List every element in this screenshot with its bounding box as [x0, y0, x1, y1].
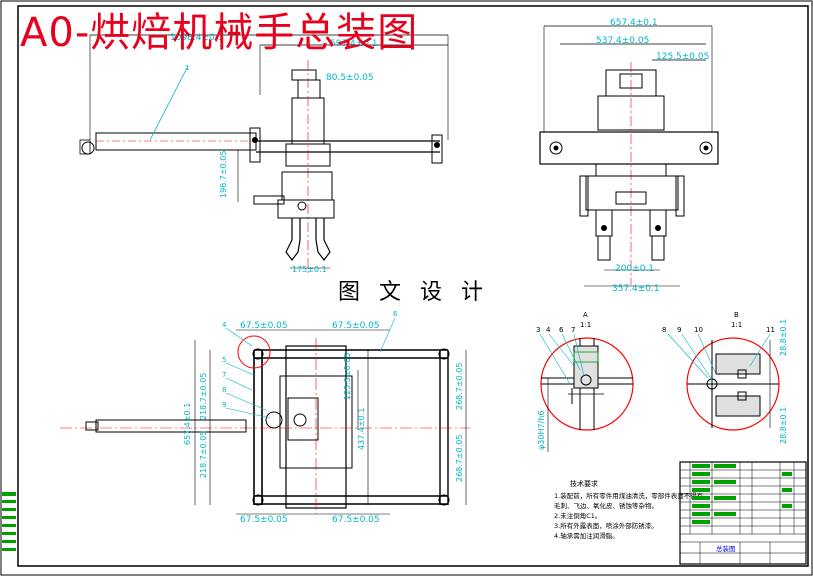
title-block-drawing-name: 总装图 [716, 544, 736, 553]
plan-top-right-dim: 67.5±0.05 [332, 321, 380, 331]
plan-left-total-dim: 657.4±0.1 [183, 403, 192, 445]
technical-requirements: 技术要求 1.装配前，所有零件用煤油清洗，零部件表面不得有 毛刺、飞边、氧化皮、… [554, 479, 704, 540]
detail-b-label: B [734, 311, 739, 319]
inner-border [17, 5, 809, 567]
tech-notes-heading: 技术要求 [570, 479, 598, 488]
plan-mid-a-dim: 125.5±0.05 [343, 353, 352, 400]
plan-left-a-dim: 218.7±0.05 [199, 373, 208, 420]
detail-b-dim-b: 28.8±0.1 [779, 407, 788, 444]
plan-mid-b-dim: 437.4±0.1 [357, 408, 366, 450]
detail-a-label: A [583, 311, 588, 319]
side-view: 657.4±0.1 537.4±0.05 125.5±0.05 200±0.1 … [539, 18, 719, 294]
detail-a-balloon-7: 7 [571, 326, 575, 334]
binding-margin-marks [2, 492, 16, 551]
plan-top-left-dim: 67.5±0.05 [240, 321, 288, 331]
balloon-1: 1 [185, 64, 189, 72]
detail-a-balloon-3: 3 [536, 326, 540, 334]
plan-left-b-dim: 218.7±0.05 [199, 431, 208, 478]
detail-b-dim-a: 28.8±0.1 [779, 319, 788, 356]
front-jaw-dim: 175±0.1 [292, 265, 327, 274]
front-overall-dim: 1098.4±0.1 [170, 33, 223, 43]
tech-note-line: 1.装配前，所有零件用煤油清洗，零部件表面不得有 [554, 491, 704, 500]
balloon-8: 8 [222, 386, 226, 394]
side-top-total-dim: 657.4±0.1 [610, 18, 658, 28]
balloon-5: 5 [222, 356, 226, 364]
side-top-small-dim: 125.5±0.05 [656, 52, 709, 62]
balloon-9: 9 [222, 401, 226, 409]
design-caption: 图 文 设 计 [338, 280, 489, 305]
detail-a: A 1:1 3 4 6 7 φ30H7/h6 [536, 311, 634, 452]
side-top-mid-dim: 537.4±0.05 [596, 36, 649, 46]
tech-note-line: 毛刺、飞边、氧化皮、锈蚀等杂物。 [554, 501, 658, 510]
front-right-span-dim: 597.4±0.1 [330, 39, 378, 49]
front-view: 1098.4±0.1 597.4±0.1 1 80.5±0.05 196.7± [79, 33, 449, 275]
balloon-7: 7 [222, 371, 226, 379]
plan-right-b-dim: 268.7±0.05 [455, 435, 464, 482]
tech-note-line: 2.未注倒角C1。 [554, 511, 601, 520]
detail-b-balloon-11: 11 [766, 326, 775, 334]
detail-a-scale: 1:1 [580, 321, 591, 329]
drawing-title: A0-烘焙机械手总装图 [20, 10, 419, 56]
detail-a-balloon-6: 6 [559, 326, 564, 334]
plan-bot-left-dim: 67.5±0.05 [240, 515, 288, 525]
plan-right-a-dim: 268.7±0.05 [455, 363, 464, 410]
detail-b-balloon-10: 10 [694, 326, 703, 334]
detail-a-fit: φ30H7/h6 [537, 411, 546, 450]
title-block: 总装图 [679, 461, 807, 565]
side-bottom-dim: 357.4±0.1 [612, 284, 660, 294]
detail-b-balloon-8: 8 [662, 326, 666, 334]
balloon-6: 6 [393, 310, 398, 318]
detail-b: B 1:1 28.8±0.1 28.8±0.1 8 9 10 11 [662, 311, 788, 444]
side-finger-gap-dim: 200±0.1 [615, 264, 654, 274]
tech-note-line: 3.所有外露表面，喷涂外部防锈漆。 [554, 521, 658, 530]
balloon-4: 4 [222, 321, 227, 329]
front-height-dim: 196.7±0.05 [219, 151, 228, 198]
plan-bot-right-dim: 67.5±0.05 [332, 515, 380, 525]
tech-note-line: 4.轴承需加注润滑脂。 [554, 531, 619, 540]
front-top-block-dim: 80.5±0.05 [326, 73, 374, 83]
plan-view: 67.5±0.05 67.5±0.05 67.5±0.05 67.5±0.05 [60, 310, 470, 525]
detail-b-balloon-9: 9 [677, 326, 681, 334]
detail-a-balloon-4: 4 [546, 326, 551, 334]
detail-b-scale: 1:1 [731, 321, 742, 329]
